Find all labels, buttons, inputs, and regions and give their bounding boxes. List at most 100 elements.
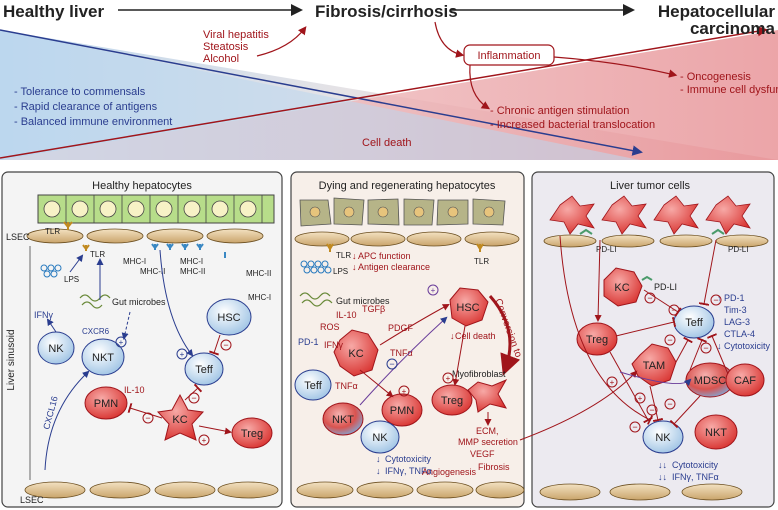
- angiogenesis-label: Angiogenesis: [422, 467, 477, 477]
- plus-symbol: [398, 385, 410, 397]
- minus-symbol: −: [667, 399, 672, 409]
- hcc-point-2: - Immune cell dysfunction: [680, 84, 778, 96]
- cause-3: Alcohol: [203, 53, 239, 65]
- nkt-cell: [81, 338, 125, 376]
- treg-cell: [231, 417, 273, 449]
- treg-cell: [576, 322, 618, 356]
- healthy-decline-arrow: [0, 29, 643, 156]
- hepatocyte-nucleus: [239, 200, 257, 218]
- pdl1-label-a: PD-LI: [596, 245, 616, 254]
- tam-label: TAM: [643, 360, 665, 372]
- apc-label: APC function: [358, 251, 411, 261]
- marker-tim3: Tim-3: [724, 305, 747, 315]
- minus-symbol: −: [191, 393, 196, 403]
- down-arrow-symbol: ↓: [717, 341, 722, 351]
- minus-symbol: [644, 292, 656, 304]
- minus-symbol: −: [671, 305, 676, 315]
- panel-dying-title: Dying and regenerating hepatocytes: [319, 180, 496, 192]
- tlr-label: TLR: [90, 250, 105, 259]
- tlr-receptor-icon: [476, 243, 484, 252]
- treg-label: Treg: [586, 334, 608, 346]
- hcc-point-1: - Oncogenesis: [680, 71, 751, 83]
- marker-pd1: PD-1: [724, 293, 745, 303]
- nkt-to-hsc-arrow: [359, 316, 448, 406]
- mhc1-label-c: MHC-I: [248, 293, 271, 302]
- minus-symbol: −: [632, 422, 637, 432]
- teff-label: Teff: [304, 380, 322, 392]
- plus-symbol: [634, 392, 646, 404]
- tlr-label-b: TLR: [474, 257, 489, 266]
- panel-healthy: Healthy hepatocytes: [1, 171, 283, 508]
- tgfb-label: TGFβ: [362, 304, 385, 314]
- lps-label: LPS: [64, 275, 79, 284]
- conversion-arrow: [488, 295, 521, 376]
- pmn-label: PMN: [390, 405, 415, 417]
- tlr-label-a: TLR: [336, 251, 351, 260]
- gut-to-nkt-arrow: [121, 311, 131, 340]
- plus-symbol: +: [202, 436, 207, 445]
- kc-cell: [333, 329, 379, 377]
- lsec-top-row-3: [543, 234, 769, 248]
- nkt-activation-icon: [115, 336, 127, 348]
- double-down-arrow-symbol: ↓↓: [658, 472, 667, 482]
- cytotoxicity-label: Cytotoxicity: [672, 460, 719, 470]
- minus-symbol: −: [667, 335, 672, 345]
- nkt-label: NKT: [332, 414, 354, 426]
- kc-label: KC: [614, 282, 629, 294]
- lps-to-tlr-arrow: [69, 254, 84, 273]
- mhc1-label-a: MHC-I: [123, 257, 146, 266]
- panel-dying: Dying and regenerating hepatocytes TLR T…: [290, 171, 525, 508]
- minus-symbol: [668, 304, 680, 316]
- hsc-inhibit-teff: [208, 334, 221, 356]
- myofibroblast-cell: [467, 378, 508, 413]
- tumor-to-treg-arrow: [594, 239, 602, 322]
- ecm-label: ECM,: [476, 426, 499, 436]
- healthy-point-3: - Balanced immune environment: [14, 116, 172, 128]
- hepatocyte-nucleus: [155, 200, 173, 218]
- disease-rise-arrow: [0, 26, 768, 159]
- down-arrow-symbol: ↓: [376, 466, 381, 476]
- nkt-cell: [694, 414, 738, 450]
- nk-label: NK: [372, 432, 388, 444]
- fibrosis-to-inflammation-arrow: [434, 21, 465, 58]
- lps-icon: [40, 264, 62, 278]
- treg-label: Treg: [441, 395, 463, 407]
- healthy-wedge: [0, 30, 640, 160]
- cytotoxicity-label: Cytotoxicity: [385, 454, 432, 464]
- myofibroblast-label: Myofibroblast: [452, 369, 506, 379]
- hepatocyte-nucleus: [447, 206, 459, 218]
- inflammation-to-hcc-arrow: [553, 56, 678, 78]
- tam-cell: [631, 343, 677, 387]
- gut-microbes-icon: [79, 294, 111, 309]
- nkt-cell: [322, 402, 364, 436]
- pdl1-kc-label: PD-LI: [654, 282, 677, 292]
- vegf-label: VEGF: [470, 449, 495, 459]
- cxcl16-arrow: [44, 370, 90, 471]
- inflammation-label: Inflammation: [478, 50, 541, 62]
- tnf-teff-label: TNFα: [335, 381, 358, 391]
- minus-symbol: −: [223, 340, 228, 350]
- minus-symbol: −: [647, 293, 652, 303]
- panel-tumor: Liver tumor cells PD-LI PD-LI KC PD-LI T…: [519, 171, 775, 508]
- fibrosis-point-2: - Increased bacterial translocation: [490, 119, 655, 131]
- lps-icon: [300, 260, 332, 274]
- plus-symbol: +: [638, 394, 643, 403]
- healthy-hepatocyte-row: [37, 194, 275, 224]
- marker-ctla4: CTLA-4: [724, 329, 755, 339]
- treg-label: Treg: [241, 428, 263, 440]
- hepatocyte-nucleus: [211, 200, 229, 218]
- antigen-label: Antigen clearance: [358, 262, 430, 272]
- pdl1-receptor-icon: [711, 228, 725, 235]
- tnf-kc-label: TNFα: [390, 348, 413, 358]
- stage-fibrosis: Fibrosis/cirrhosis: [315, 2, 458, 21]
- pdl1-receptor-icon: [579, 228, 593, 235]
- plus-symbol: +: [119, 338, 124, 347]
- hepatocyte-nucleus: [413, 206, 425, 218]
- teff-cell: [294, 369, 332, 401]
- mhc-to-teff-arrow: [159, 249, 194, 357]
- lsec-bottom-row-2: [296, 481, 525, 499]
- minus-symbol: −: [649, 405, 654, 415]
- teff-cell: [184, 352, 224, 386]
- tlr-receptor-icon: [63, 221, 73, 230]
- top-timeline: Healthy liver Fibrosis/cirrhosis Hepatoc…: [0, 2, 778, 160]
